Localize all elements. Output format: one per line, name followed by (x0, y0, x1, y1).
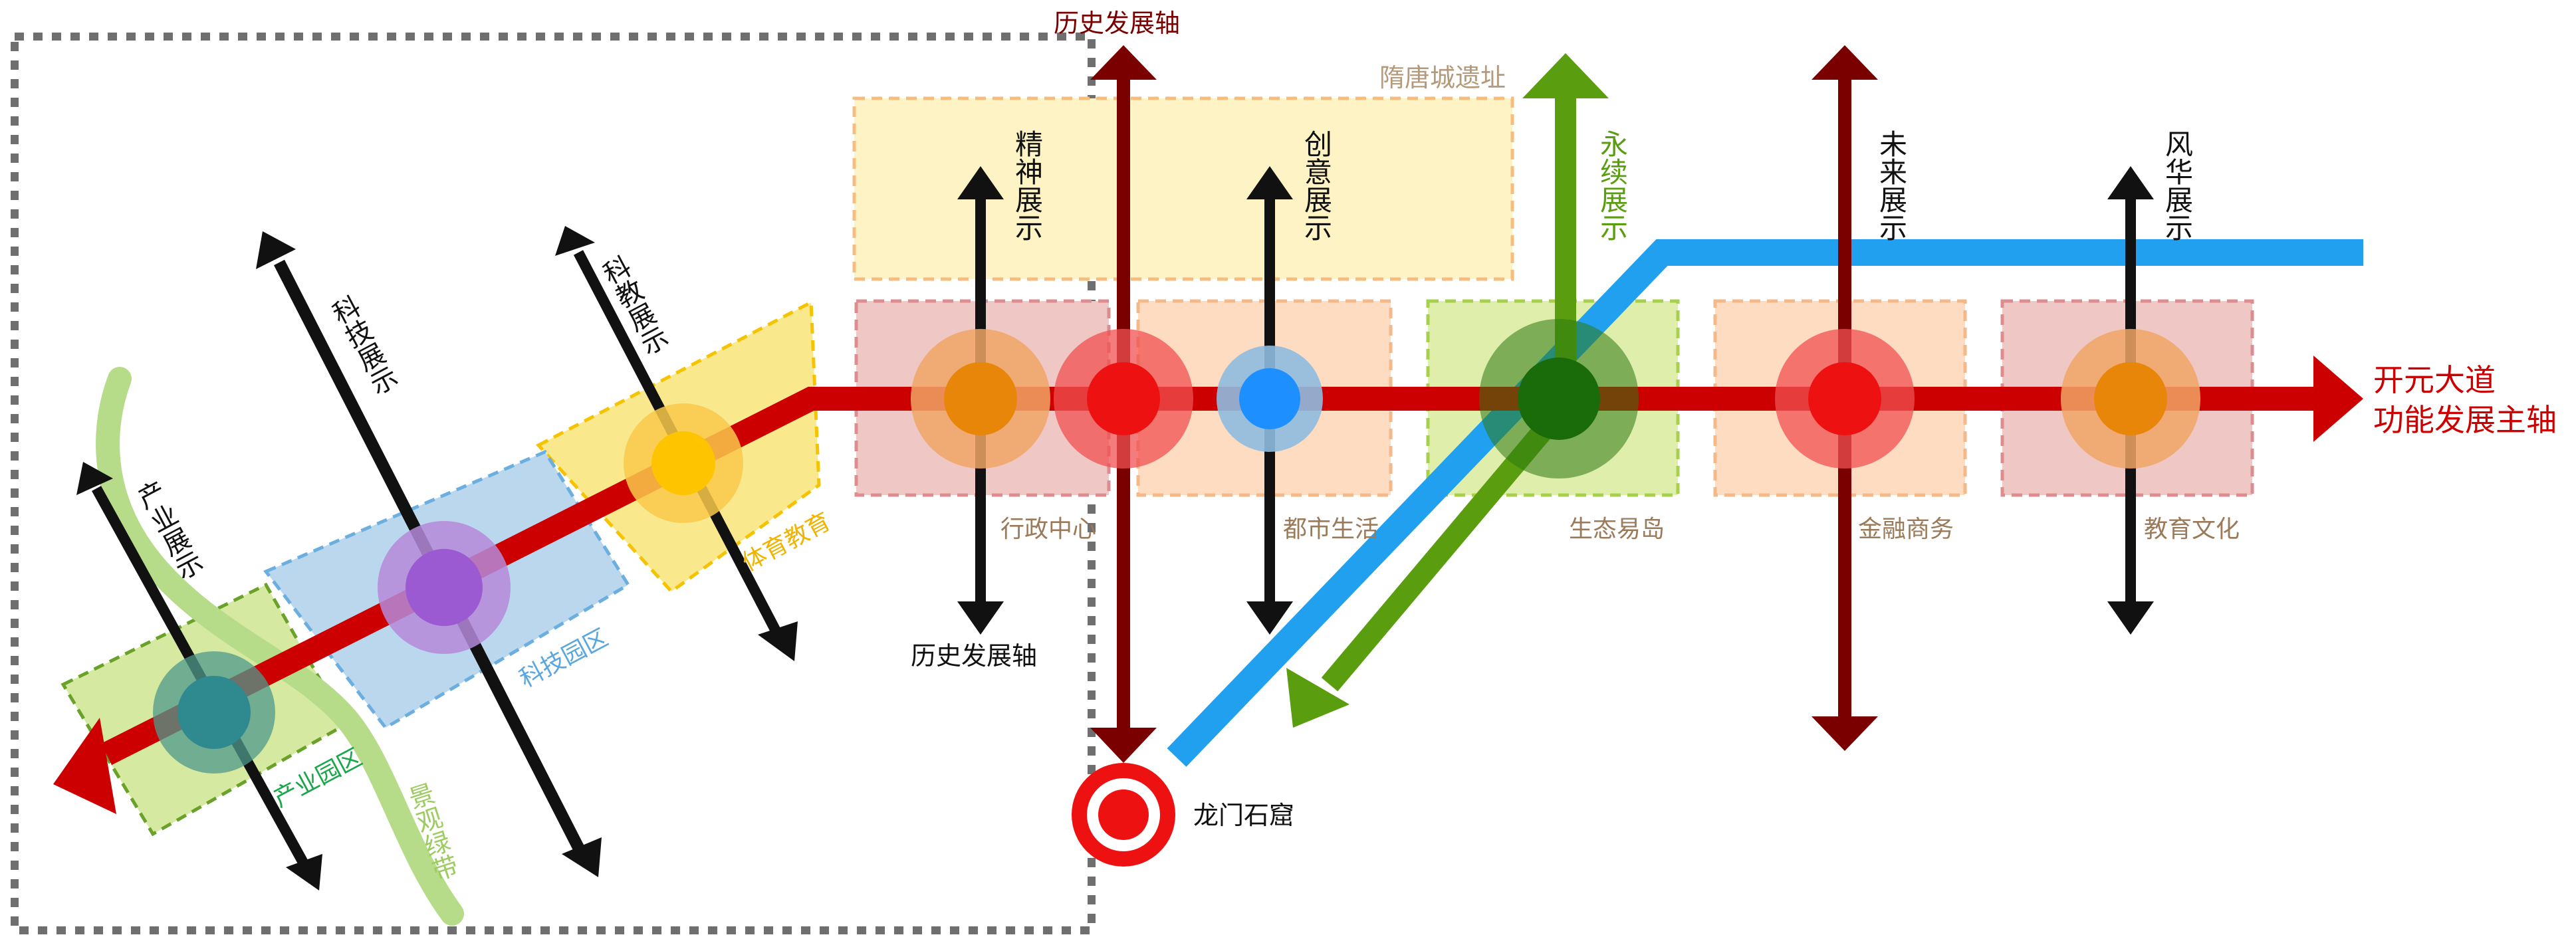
sui-tang-label: 隋唐城遗址 (1379, 63, 1506, 92)
zone-sui-tang (852, 96, 1514, 281)
sustain-axis-arrow-down (1286, 668, 1349, 728)
industry-axis-arrow-down (286, 854, 322, 890)
history-axis-arrow-up (1090, 45, 1157, 80)
history-axis-arrow-down (1090, 728, 1157, 763)
node-industry (177, 676, 251, 749)
main-axis-arrow-right (2313, 356, 2363, 442)
axis-spirit-label: 精神展示 (1011, 130, 1044, 241)
axis-sustain-label: 永续展示 (1596, 130, 1629, 241)
node-eco (1518, 358, 1600, 440)
creative-axis-arrow-down (1246, 601, 1293, 635)
longmen-target-core (1098, 789, 1149, 840)
axis-creative-label: 创意展示 (1300, 130, 1333, 241)
future-axis-arrow-down (1812, 716, 1878, 751)
scenic-green-belt (96, 367, 464, 926)
node-finance (1808, 362, 1881, 435)
style-axis-arrow-down (2107, 601, 2154, 635)
history-axis-mid-label: 历史发展轴 (911, 641, 1037, 671)
node-sports (651, 431, 715, 495)
zone-urban-label: 都市生活 (1283, 516, 1379, 543)
zone-culture-label: 教育文化 (2144, 516, 2240, 543)
tech-axis-arrow-up (256, 231, 296, 269)
axis-future-label: 未来展示 (1875, 130, 1908, 241)
main-axis-label-line2: 功能发展主轴 (2373, 402, 2557, 438)
zone-admin-label: 行政中心 (1000, 516, 1096, 543)
node-urban (1239, 368, 1300, 429)
node-history (1087, 362, 1160, 435)
longmen-label: 龙门石窟 (1193, 801, 1294, 830)
style-axis-arrow-up (2107, 166, 2154, 199)
sustain-axis-arrow-up (1522, 53, 1609, 98)
spirit-axis-arrow-down (957, 601, 1004, 635)
zone-eco-label: 生态易岛 (1569, 516, 1665, 543)
axis-style-label: 风华展示 (2161, 130, 2194, 241)
main-axis-label-line1: 开元大道 (2373, 362, 2496, 398)
tech-axis-arrow-down (562, 837, 602, 877)
zone-finance-label: 金融商务 (1858, 516, 1954, 543)
node-admin (944, 362, 1017, 435)
science-edu-axis-arrow-up (555, 226, 595, 256)
creative-axis-arrow-up (1246, 166, 1293, 199)
spirit-axis-arrow-up (957, 166, 1004, 199)
industry-axis-arrow-up (76, 462, 113, 495)
main-axis-arrow-left (53, 718, 116, 814)
history-axis-top-label: 历史发展轴 (1054, 9, 1180, 38)
node-tech (406, 549, 483, 626)
science-edu-axis-arrow-down (758, 621, 798, 661)
future-axis-arrow-up (1812, 45, 1878, 80)
node-culture (2094, 362, 2167, 435)
